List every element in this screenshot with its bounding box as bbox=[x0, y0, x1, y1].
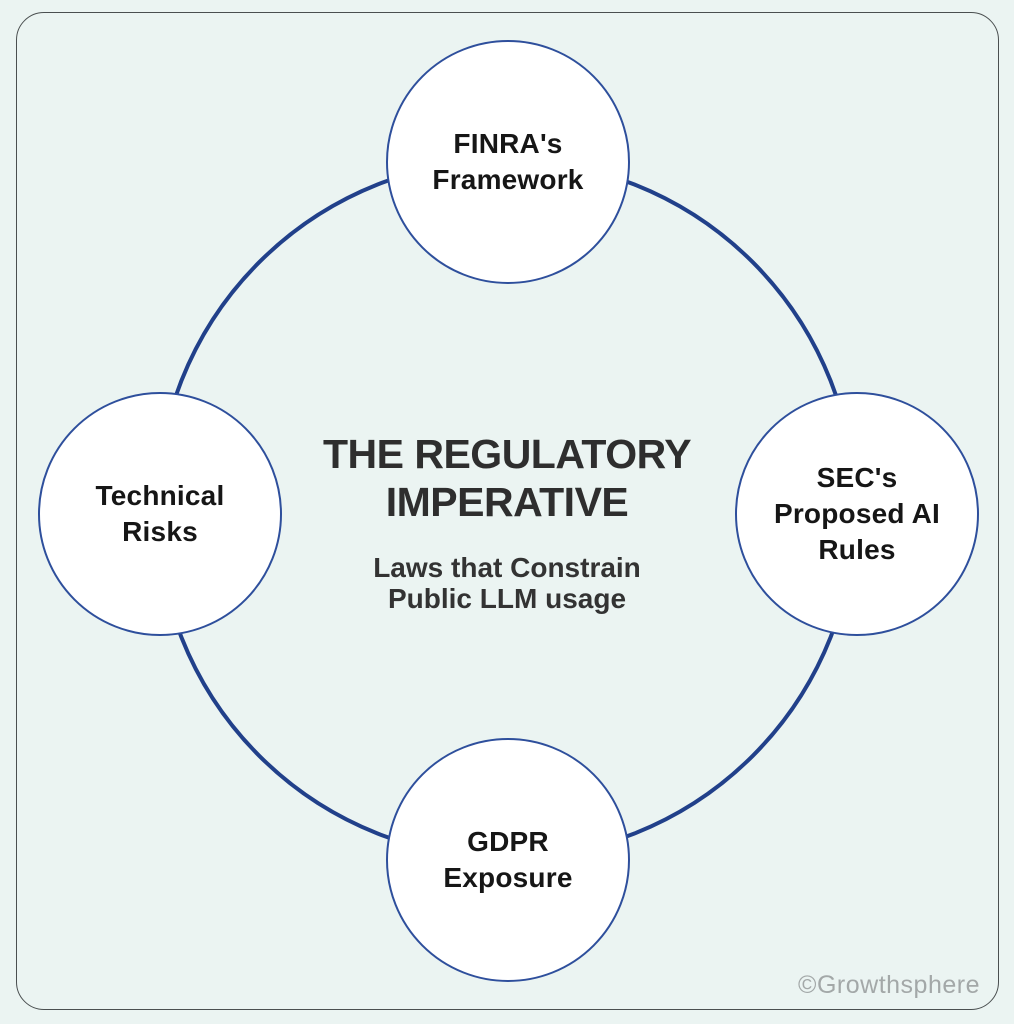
watermark: ©Growthsphere bbox=[798, 971, 980, 999]
node-circle-finra: FINRA's Framework bbox=[386, 40, 630, 284]
node-circle-gdpr: GDPR Exposure bbox=[386, 738, 630, 982]
node-label-gdpr: GDPR Exposure bbox=[443, 826, 573, 893]
node-label-finra: FINRA's Framework bbox=[432, 128, 584, 195]
node-circle-sec: SEC's Proposed AI Rules bbox=[735, 392, 979, 636]
center-text-block: THE REGULATORY IMPERATIVE Laws that Cons… bbox=[257, 430, 757, 614]
node-label-sec: SEC's Proposed AI Rules bbox=[773, 462, 941, 565]
node-circle-technical: Technical Risks bbox=[38, 392, 282, 636]
page-subtitle: Laws that Constrain Public LLM usage bbox=[373, 552, 641, 614]
node-label-technical: Technical Risks bbox=[95, 480, 225, 547]
page-title: THE REGULATORY IMPERATIVE bbox=[322, 431, 692, 525]
